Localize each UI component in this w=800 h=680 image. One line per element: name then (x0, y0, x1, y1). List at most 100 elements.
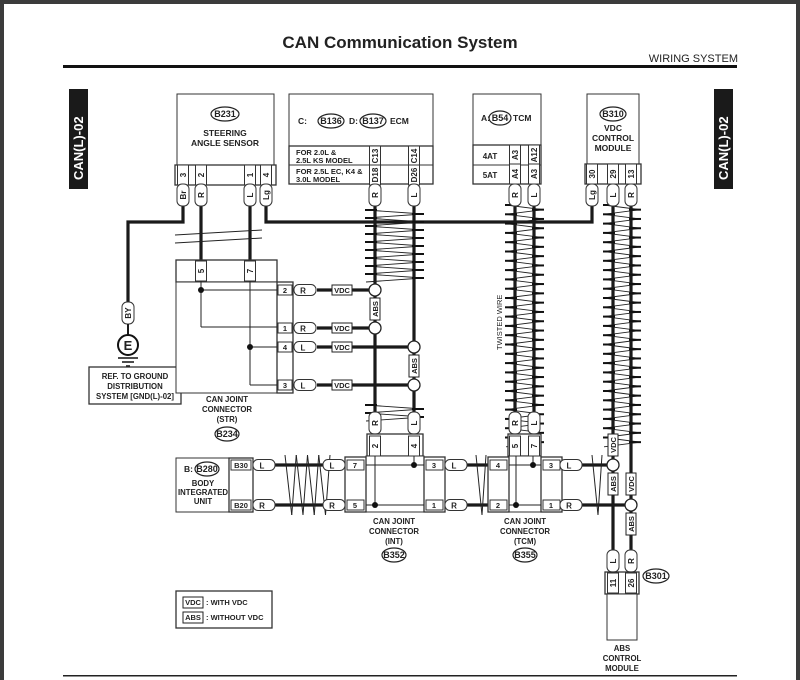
body-unit-name: UNIT (194, 497, 212, 506)
tag-box (331, 341, 353, 353)
tag-shape (259, 183, 273, 207)
vdc-tag: VDC (331, 379, 353, 391)
tag-box (607, 433, 619, 457)
footer-rule (63, 675, 737, 677)
pin-number: 2 (197, 172, 206, 177)
ecm-row-label: 2.5L KS MODEL (296, 156, 353, 165)
ecm-wire-l: L (407, 183, 421, 207)
wire-color: R (300, 325, 306, 334)
can-wiring-diagram: CAN Communication System WIRING SYSTEM C… (63, 33, 738, 677)
pin-number: 30 (588, 169, 597, 178)
wire-color: L (530, 420, 539, 425)
ground-reference-text: SYSTEM [GND(L)-02] (96, 392, 174, 401)
steering-pin-3: 3 (177, 164, 189, 186)
abs-tag: ABS (369, 297, 381, 321)
steering-wire-Lg: Lg (259, 183, 273, 207)
tcm-right-wire: L (559, 459, 583, 471)
pin-number: A12 (530, 147, 539, 162)
wire-color: R (566, 502, 572, 511)
pin-number: 26 (627, 578, 636, 587)
code-oval (599, 106, 627, 122)
int-right-wire: R (444, 499, 468, 511)
wire-color: L (410, 420, 419, 425)
pin-number: 1 (283, 324, 287, 333)
wire-color: R (511, 420, 520, 426)
ecm-row-label: FOR 2.5L EC, K4 & (296, 167, 363, 176)
tag-text: VDC (609, 437, 618, 453)
wire-color: R (371, 192, 380, 198)
int-junction (411, 462, 417, 468)
splice-node (368, 321, 382, 335)
abs-module-name: MODULE (605, 664, 639, 673)
tcm-joint-wire-r: R (508, 411, 522, 435)
splice-node (624, 498, 638, 512)
wire-color: R (511, 192, 520, 198)
str-side-pin-4: 4 (277, 341, 293, 353)
tcm-name: TCM (513, 113, 531, 123)
tag-text: ABS (609, 476, 618, 492)
str-connector-body (175, 281, 278, 394)
pin-number: 3 (179, 172, 188, 177)
abs-control-module (606, 593, 638, 641)
abs-pin-11: 11 (607, 572, 619, 594)
tag-text: VDC (334, 343, 350, 352)
vdc-pin-30: 30 (586, 163, 598, 185)
ecm-code-d: B137 (359, 113, 387, 129)
ecm-d-label: D: (349, 116, 358, 126)
twist-mark (597, 454, 603, 516)
splice-node (368, 283, 382, 297)
tcm-joint-pin-7: 7 (528, 435, 540, 457)
body-unit-code: B280 (194, 461, 220, 477)
pin-cell (230, 499, 252, 511)
str-connector-name: (STR) (217, 415, 238, 424)
int-connector-name: (INT) (385, 537, 403, 546)
str-side-pin-3: 3 (277, 379, 293, 391)
header-rule (63, 65, 737, 68)
vdc-pin-29: 29 (607, 163, 619, 185)
abs-tag: ABS (408, 354, 420, 378)
legend-tag-box (182, 611, 204, 624)
str-junction (198, 287, 204, 293)
vdc-module-name: VDC (604, 123, 622, 133)
tcm-right-wire: R (559, 499, 583, 511)
tcm-a-label: A: (481, 113, 490, 123)
tag-box (331, 379, 353, 391)
tcm-right-pin: 1 (542, 499, 561, 511)
tag-text: ABS (371, 301, 380, 317)
int-left-pin: 7 (346, 459, 365, 471)
tcm-pin-A3: A3 (509, 144, 521, 166)
page-title: CAN Communication System (282, 33, 517, 52)
wire-color: R (329, 502, 335, 511)
code-oval (512, 547, 538, 563)
wire-color: R (197, 192, 206, 198)
code-oval (210, 106, 240, 122)
wire-br-ground (126, 200, 185, 308)
str-connector-code: B234 (214, 426, 240, 442)
tag-shape (293, 322, 317, 334)
pin-cell (489, 459, 508, 471)
twist-mark (307, 454, 315, 516)
tag-text: VDC (627, 476, 636, 492)
vdc-control-module (586, 93, 640, 167)
tcm-row-label: 5AT (483, 171, 498, 180)
twist-mark (313, 454, 320, 516)
wire-color: L (567, 462, 572, 471)
side-tab-right: CAN(L)-02 (714, 89, 733, 189)
pin-number: B20 (234, 501, 248, 510)
int-connector-left (344, 456, 367, 513)
tcm-joint-left (487, 456, 510, 513)
tag-shape (407, 183, 421, 207)
tag-shape (559, 459, 583, 471)
twist-marks-layer (174, 204, 641, 516)
ecm-pin-C14: C14 (408, 145, 420, 167)
body-b-label: B: (184, 464, 193, 474)
tag-shape (368, 183, 382, 207)
vdc-wire-L: L (606, 183, 620, 207)
legend-tag-box (182, 596, 204, 609)
pin-number: 2 (283, 286, 287, 295)
wire-color: L (246, 192, 255, 197)
tag-box (607, 472, 619, 496)
tag-box (625, 512, 637, 536)
ecm-pin-D26: D26 (408, 164, 420, 186)
abs-pin-26: 26 (625, 572, 637, 594)
